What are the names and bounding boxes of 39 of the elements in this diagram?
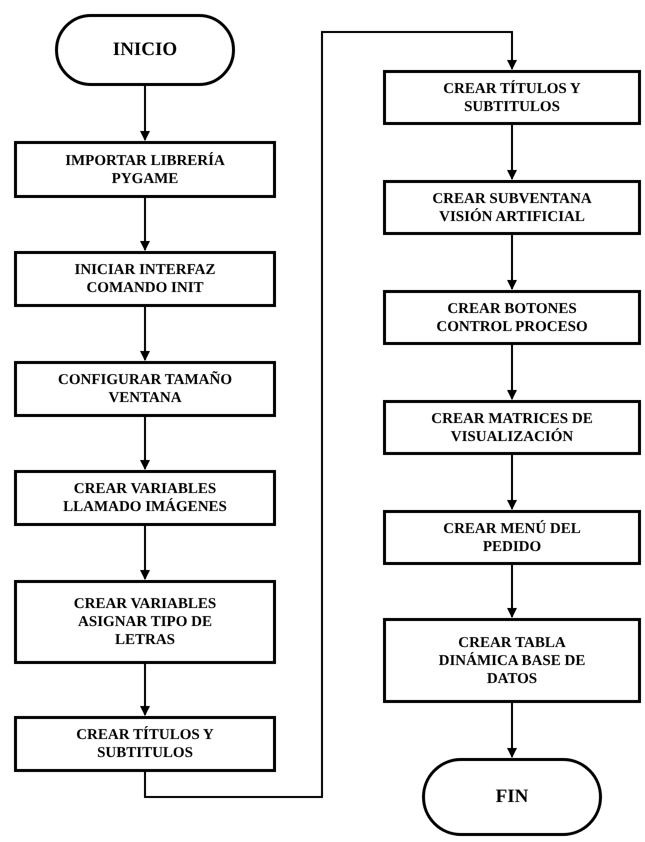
step-text: FIN [496, 786, 528, 808]
step-text: CREAR TABLA DINÁMICA BASE DE DATOS [438, 634, 586, 688]
process-box [383, 618, 641, 703]
step-text: CREAR VARIABLES ASIGNAR TIPO DE LETRAS [72, 595, 218, 649]
step-text: INICIAR INTERFAZ COMANDO INIT [74, 261, 216, 297]
arrow [507, 565, 517, 618]
step-text: CREAR SUBVENTANA VISIÓN ARTIFICIAL [431, 190, 593, 226]
arrow [507, 455, 517, 510]
process-box [14, 361, 276, 417]
process-box [14, 251, 276, 307]
process-box [14, 580, 276, 664]
process-box [383, 400, 641, 455]
step-text: CREAR MENÚ DEL PEDIDO [442, 520, 582, 556]
process-box [383, 70, 641, 125]
arrow [140, 86, 150, 141]
step-text: CREAR MATRICES DE VISUALIZACIÓN [430, 410, 594, 446]
step-text: INICIO [112, 38, 178, 62]
arrow [507, 345, 517, 400]
process-box [383, 290, 641, 345]
arrow [507, 703, 517, 758]
arrow [507, 235, 517, 290]
arrow [140, 664, 150, 716]
arrow [140, 526, 150, 580]
arrow [140, 198, 150, 251]
step-text: IMPORTAR LIBRERÍA PYGAME [64, 152, 226, 188]
arrow [144, 31, 517, 798]
process-box [14, 716, 276, 772]
step-text: CREAR TÍTULOS Y SUBTITULOS [75, 726, 215, 762]
arrow [507, 125, 517, 180]
step-text: CONFIGURAR TAMAÑO VENTANA [56, 371, 234, 407]
process-box [14, 141, 276, 198]
process-box [383, 180, 641, 235]
process-box [14, 470, 276, 526]
arrow [140, 417, 150, 470]
step-text: CREAR BOTONES CONTROL PROCESO [435, 300, 589, 336]
step-text: CREAR VARIABLES LLAMADO IMÁGENES [62, 480, 228, 516]
process-box [383, 510, 641, 565]
step-text: CREAR TÍTULOS Y SUBTITULOS [442, 80, 582, 116]
arrow [140, 307, 150, 361]
